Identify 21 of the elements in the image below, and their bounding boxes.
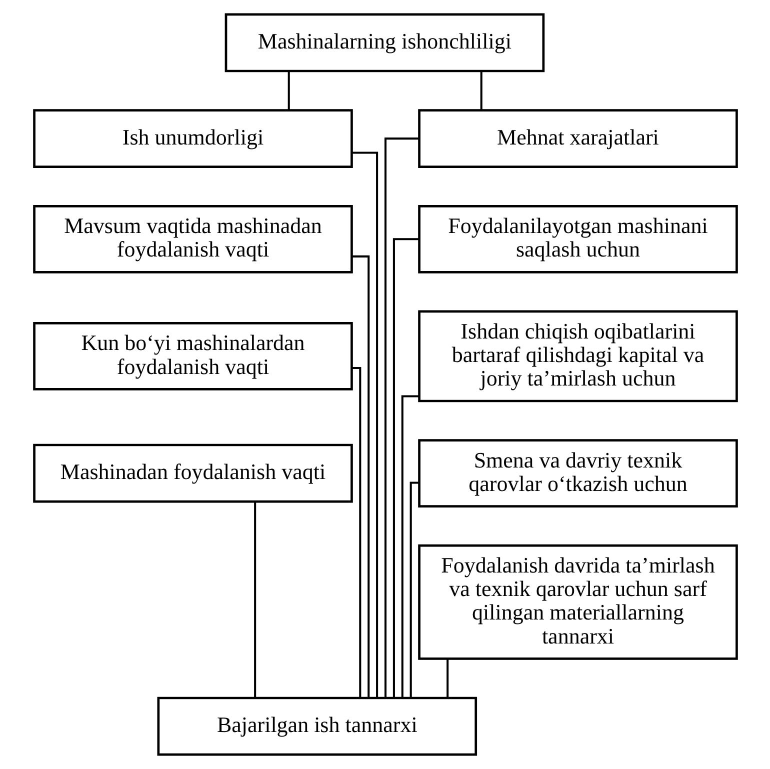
node-box: Mehnat xarajatlari (418, 109, 738, 168)
node-box: Smena va davriy texnik qarovlar o‘tkazish uchun (418, 439, 738, 508)
connector (254, 502, 256, 698)
node-box: Foydalanish davrida ta’mirlash va texnik qarovlar uchun sarf qilingan materiallarning tannarxi (418, 544, 738, 660)
connector (351, 255, 370, 698)
node-box: Ish unumdorligi (32, 109, 352, 168)
node-box: Kun bo‘yi mashinalardan foydalanish vaqti (32, 322, 352, 390)
connector (352, 152, 378, 698)
node-box: Bajarilgan ish tannarxi (156, 696, 477, 756)
node-box: Ishdan chiqish oqibatlarini bartaraf qilishdagi kapital va joriy ta’mirlash uchun (418, 310, 738, 402)
connector (352, 366, 361, 698)
connector (287, 71, 290, 110)
node-box: Mavsum vaqtida mashinadan foydalanish vaqti (32, 204, 352, 274)
connector (480, 71, 482, 110)
connector (392, 238, 418, 698)
connector (409, 482, 418, 698)
node-box: Mashinalarning ishonchliligi (224, 13, 544, 72)
connector (384, 138, 419, 698)
node-box: Mashinadan foydalanish vaqti (32, 444, 352, 503)
connector (446, 659, 448, 698)
node-box: Foydalanilayotgan mashinani saqlash uchun (418, 204, 738, 274)
